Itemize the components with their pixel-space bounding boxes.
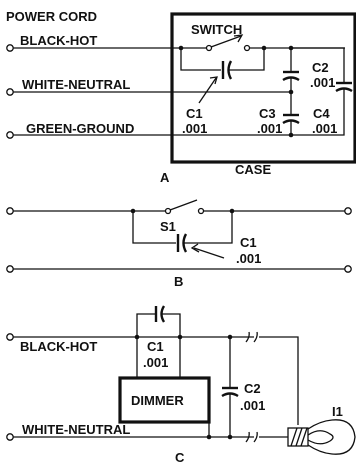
c-hot-break xyxy=(245,331,258,343)
c1-arrow xyxy=(209,76,218,85)
caption-b: B xyxy=(174,274,183,289)
node-c5 xyxy=(227,434,233,440)
c3-label-a: C3 xyxy=(259,106,276,121)
c4-plate-curved xyxy=(335,87,353,93)
case-box xyxy=(170,12,356,164)
c1-plate-curved xyxy=(227,60,233,80)
c2-value-c: .001 xyxy=(240,398,265,413)
b-c1-lead-right xyxy=(184,211,233,244)
node-c4 xyxy=(206,434,212,440)
white-neutral-label: WHITE-NEUTRAL xyxy=(22,77,130,92)
green-ground-label: GREEN-GROUND xyxy=(26,121,134,136)
c1-label-b: C1 xyxy=(240,235,257,250)
node-a5 xyxy=(288,132,294,138)
terminal-c-hot xyxy=(6,333,14,341)
caption-c: C xyxy=(175,450,185,465)
terminal-green-ground xyxy=(6,131,14,139)
terminal-white-neutral xyxy=(6,88,14,96)
terminal-b-top-left xyxy=(6,207,14,215)
s1-blade xyxy=(169,199,198,211)
terminal-b-top-right xyxy=(344,207,352,215)
c2-label-c: C2 xyxy=(244,381,261,396)
c2-value-a: .001 xyxy=(310,75,335,90)
c1-bypass-right xyxy=(229,48,265,71)
diagram-a: POWER CORD CASE BLACK-HOT WHITE-NEUTRAL … xyxy=(6,9,356,185)
c2-label-a: C2 xyxy=(312,60,329,75)
b-c1-lead-left xyxy=(132,211,176,244)
c3-value-a: .001 xyxy=(257,121,282,136)
c2-plate-curved xyxy=(282,76,300,82)
c3-plate-curved xyxy=(282,119,300,125)
switch-arrow xyxy=(233,34,244,43)
c-neutral-break xyxy=(245,431,258,443)
terminal-c-neutral xyxy=(6,433,14,441)
lamp-bulb-icon xyxy=(287,419,356,455)
c1-value-b: .001 xyxy=(236,251,261,266)
dimmer-label: DIMMER xyxy=(131,393,184,408)
black-hot-label-c: BLACK-HOT xyxy=(20,339,97,354)
s1-contact-left xyxy=(164,207,172,215)
caption-a: A xyxy=(160,170,170,185)
terminal-b-bottom-right xyxy=(344,265,352,273)
c-c2-plate-curved xyxy=(221,392,239,398)
c-c1-lead-left xyxy=(136,313,155,337)
s1-label: S1 xyxy=(160,219,176,234)
terminal-black-hot xyxy=(6,44,14,52)
c1-label-a: C1 xyxy=(186,106,203,121)
diagram-b: S1 C1 .001 B xyxy=(6,199,352,289)
power-cord-label: POWER CORD xyxy=(6,9,97,24)
b-c1-leader xyxy=(193,247,225,259)
terminal-b-bottom-left xyxy=(6,265,14,273)
lamp-label: I1 xyxy=(332,404,343,419)
c1-value-c: .001 xyxy=(143,355,168,370)
c4-value-a: .001 xyxy=(312,121,337,136)
c1-bypass-left xyxy=(180,48,221,71)
white-neutral-label-c: WHITE-NEUTRAL xyxy=(22,422,130,437)
c1-value-a: .001 xyxy=(182,121,207,136)
switch-contact-right xyxy=(243,44,251,52)
switch-label: SWITCH xyxy=(191,22,242,37)
s1-contact-right xyxy=(197,207,205,215)
switch-contact-left xyxy=(205,44,213,52)
switch-blade xyxy=(210,35,242,48)
b-c1-arrow xyxy=(190,243,200,253)
case-label: CASE xyxy=(235,162,271,177)
c4-lead-top xyxy=(291,47,345,82)
diagram-c: BLACK-HOT WHITE-NEUTRAL C1 .001 DIMMER C… xyxy=(6,305,356,465)
b-c1-plate-curved xyxy=(182,233,188,253)
c1-leader xyxy=(198,77,217,104)
c4-label-a: C4 xyxy=(313,106,330,121)
c-c1-plate-curved xyxy=(160,305,166,323)
c4-lead-bottom xyxy=(291,89,345,136)
c-hot-wire-right xyxy=(259,336,299,425)
c1-label-c: C1 xyxy=(147,339,164,354)
black-hot-label: BLACK-HOT xyxy=(20,33,97,48)
c-c1-lead-right xyxy=(162,313,181,337)
